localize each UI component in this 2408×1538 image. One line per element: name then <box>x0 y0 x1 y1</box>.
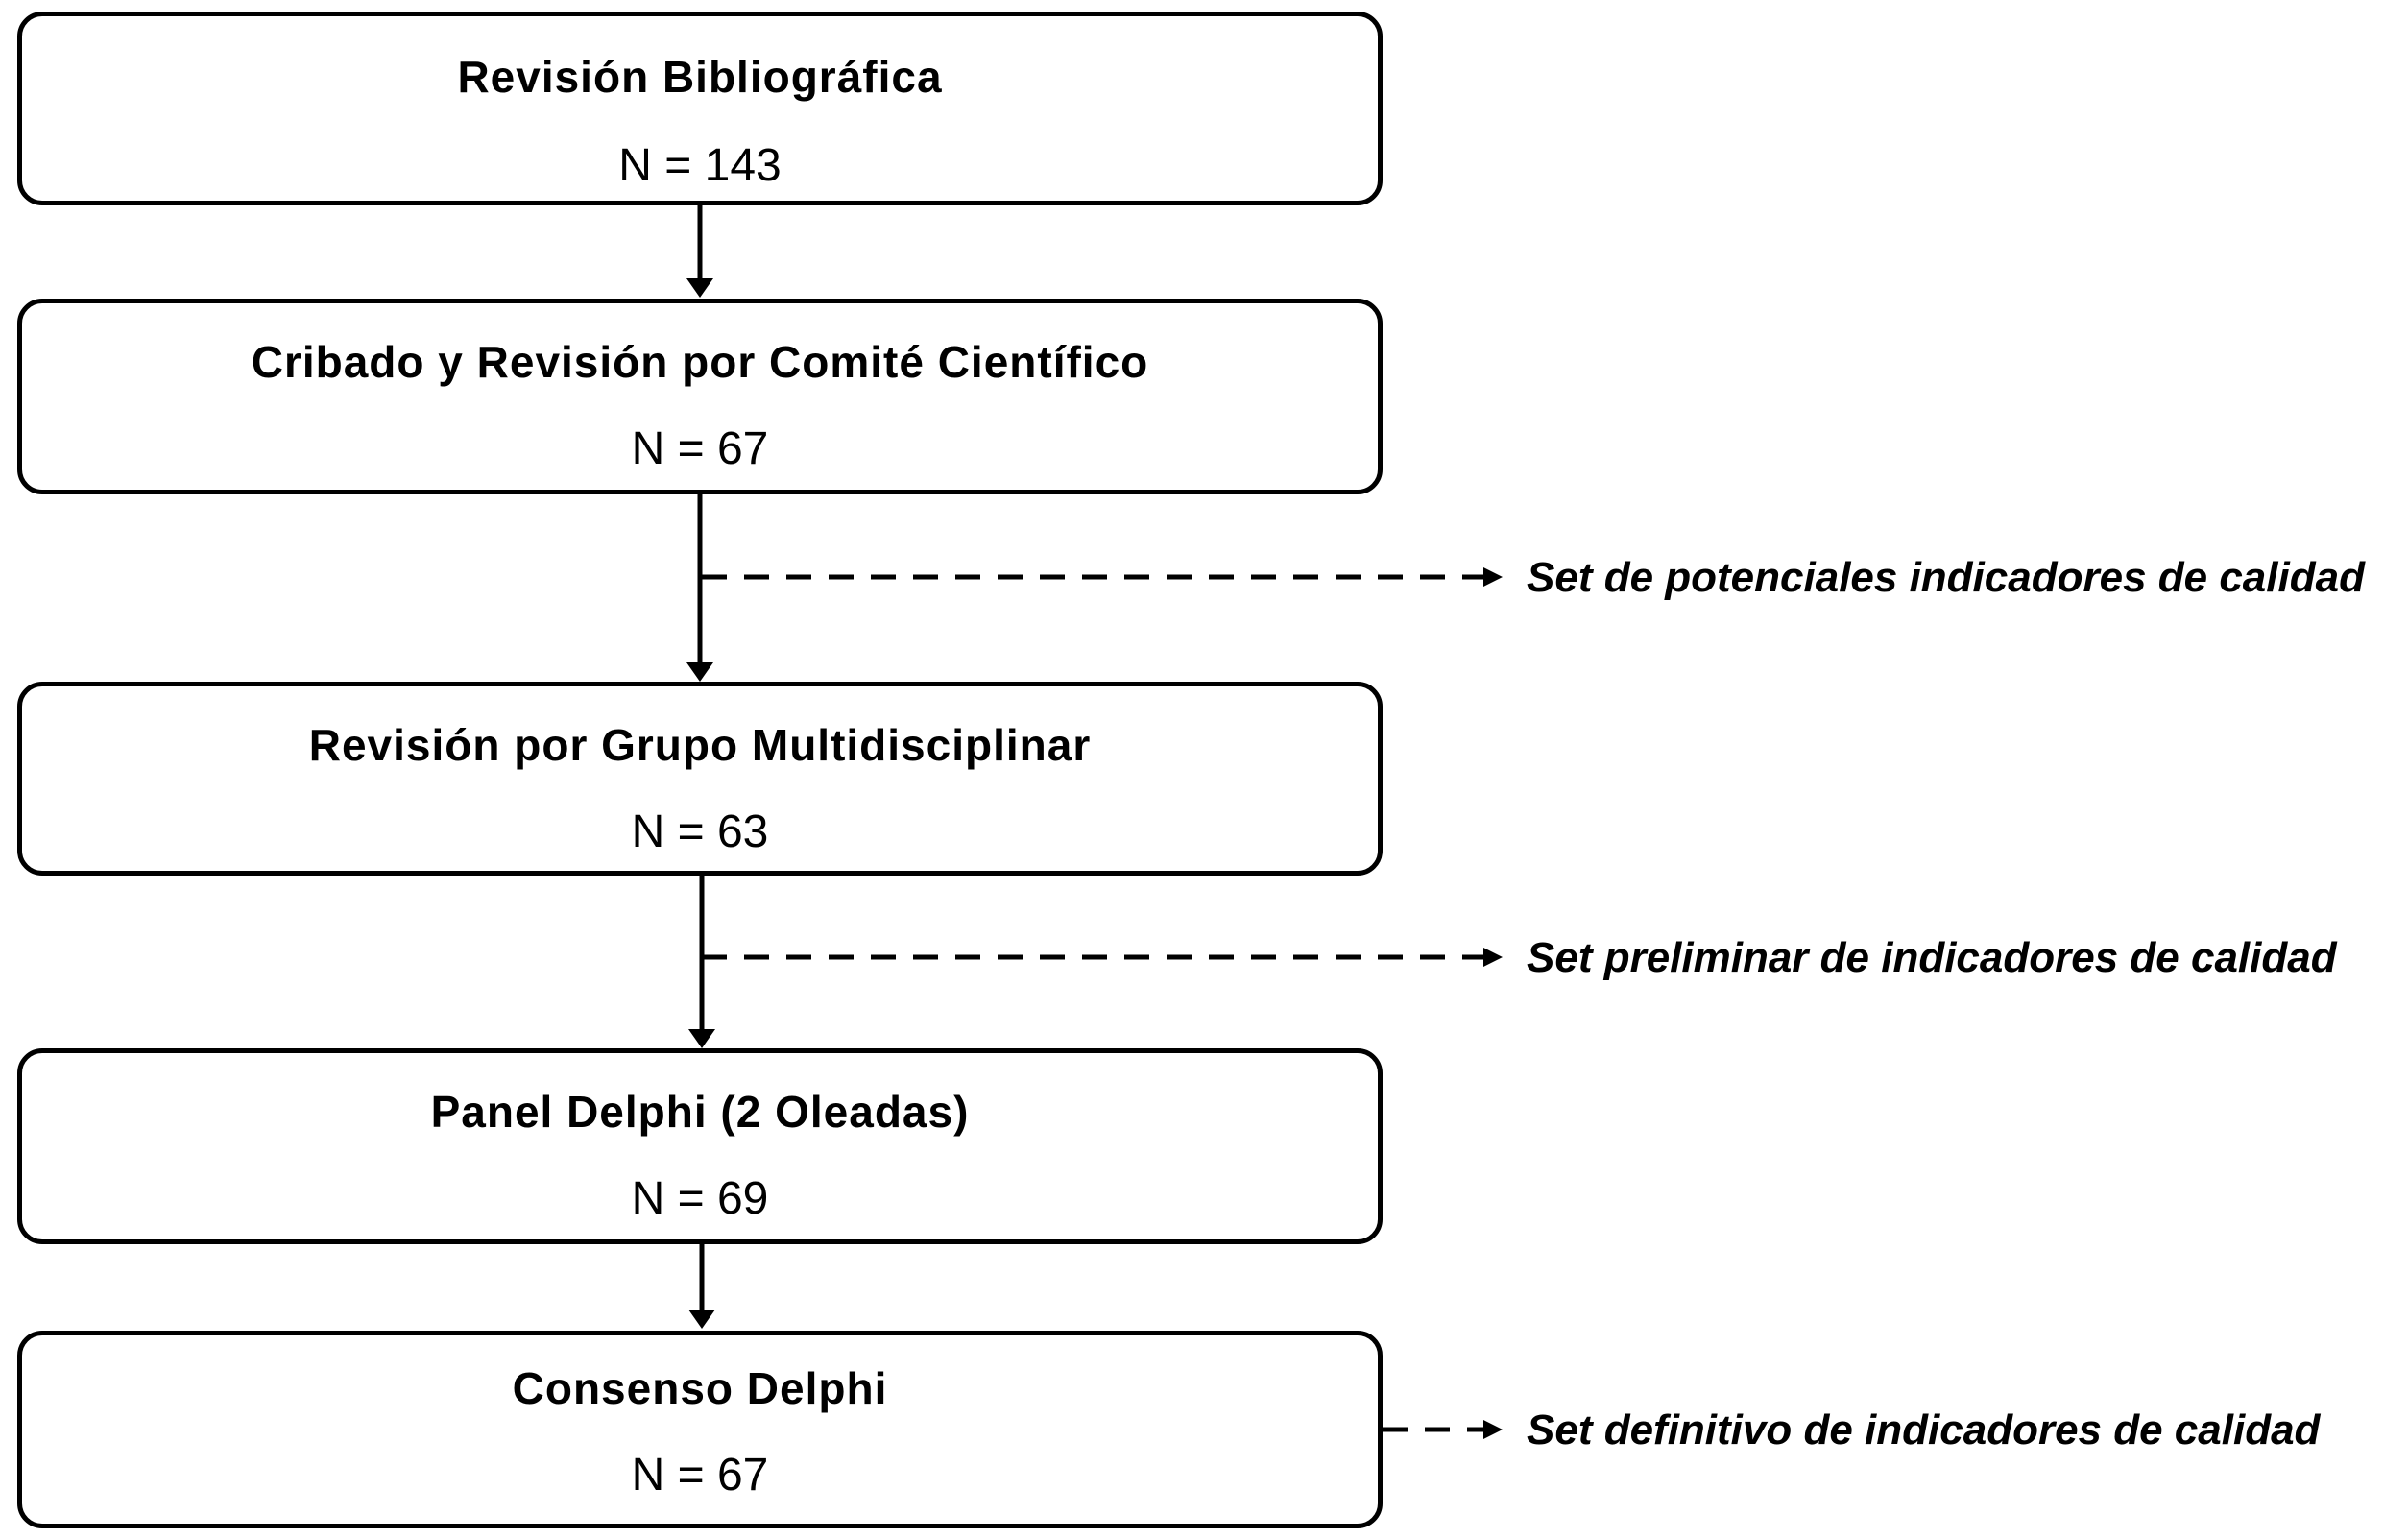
output-label-potenciales: Set de potenciales indicadores de calida… <box>1527 554 2365 601</box>
step-title: Panel Delphi (2 Oleadas) <box>430 1087 970 1137</box>
output-label-definitivo: Set definitivo de indicadores de calidad <box>1527 1406 2321 1454</box>
step-count: N = 63 <box>631 806 769 857</box>
step-title: Consenso Delphi <box>512 1363 888 1413</box>
flow-arrow-2 <box>686 494 713 682</box>
output-arrow-3 <box>1383 1420 1503 1439</box>
step-box-revision-bibliografica: Revisión Bibliográfica N = 143 <box>17 12 1383 205</box>
step-count: N = 67 <box>631 1450 769 1501</box>
output-label-preliminar: Set preliminar de indicadores de calidad <box>1527 934 2337 981</box>
output-arrow-1 <box>702 567 1503 587</box>
step-box-grupo-multidisciplinar: Revisión por Grupo Multidisciplinar N = … <box>17 682 1383 876</box>
output-arrow-2 <box>702 948 1503 967</box>
step-box-consenso-delphi: Consenso Delphi N = 67 <box>17 1331 1383 1528</box>
step-count: N = 67 <box>631 423 769 474</box>
step-count: N = 69 <box>631 1173 769 1224</box>
step-box-panel-delphi: Panel Delphi (2 Oleadas) N = 69 <box>17 1048 1383 1244</box>
flow-arrow-3 <box>688 876 715 1048</box>
step-title: Revisión por Grupo Multidisciplinar <box>308 720 1092 770</box>
step-count: N = 143 <box>618 140 782 191</box>
step-title: Cribado y Revisión por Comité Científico <box>251 337 1149 387</box>
step-title: Revisión Bibliográfica <box>457 52 943 102</box>
flow-arrow-1 <box>686 205 713 298</box>
flow-arrow-4 <box>688 1244 715 1329</box>
step-box-cribado: Cribado y Revisión por Comité Científico… <box>17 299 1383 494</box>
